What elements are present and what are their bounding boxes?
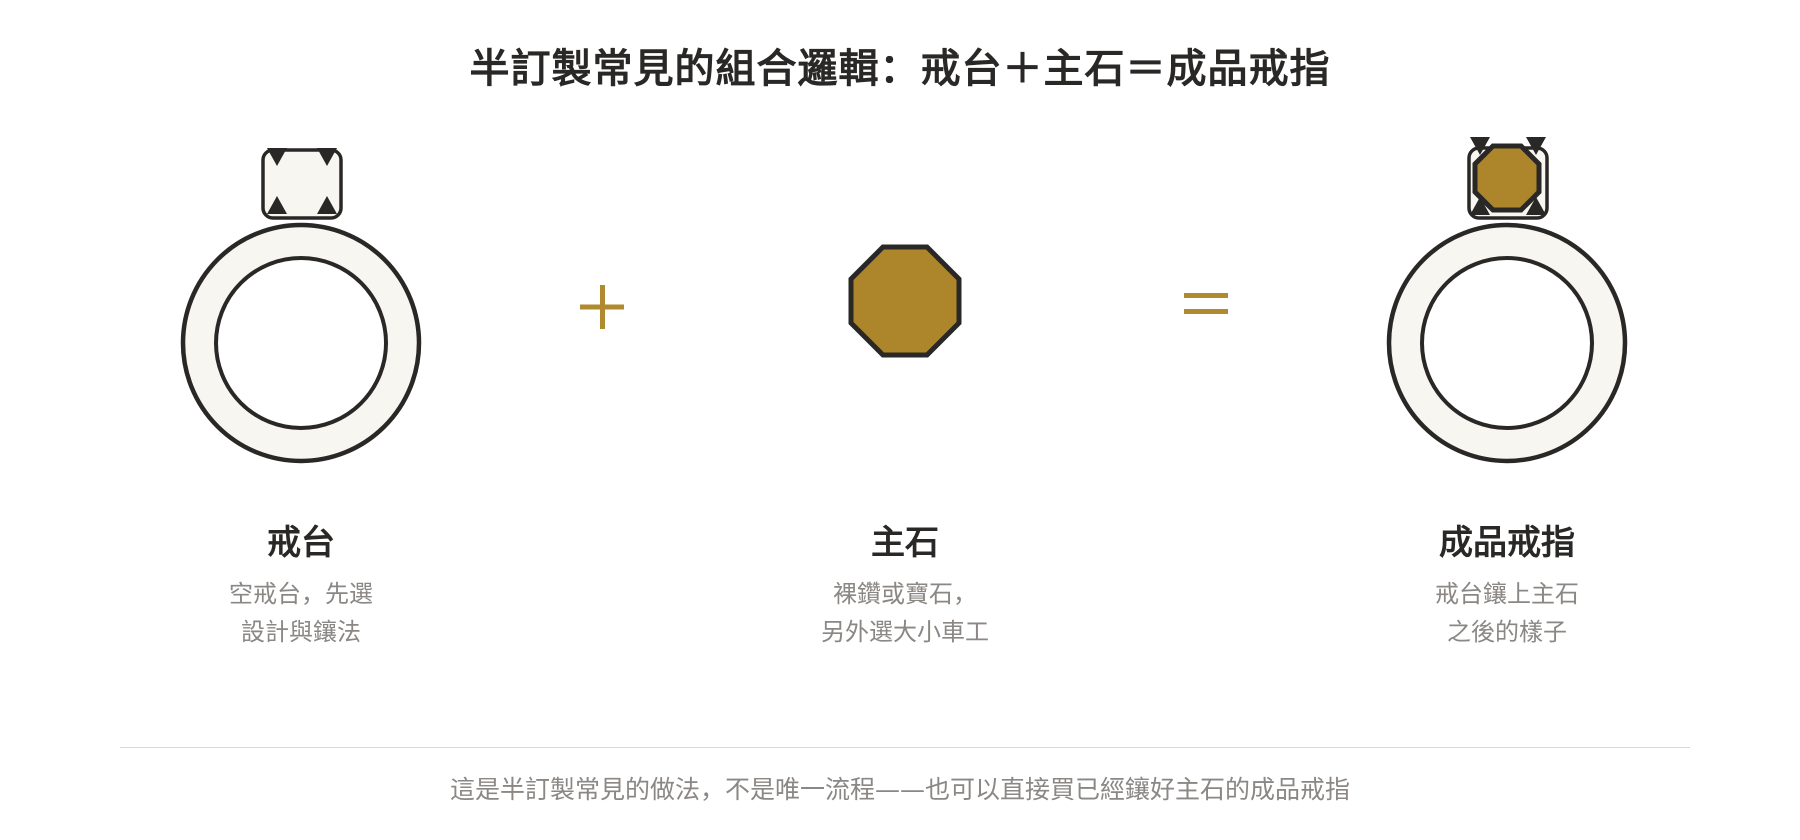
component-description: 裸鑽或寶石， 另外選大小車工 [821, 580, 989, 646]
prong-bottom-left [1470, 197, 1490, 215]
prong-bottom-left [267, 196, 287, 214]
component-description: 戒台鑲上主石 之後的樣子 [1435, 580, 1579, 646]
prong-bottom-right [317, 196, 337, 214]
finished-ring-icon [1386, 137, 1628, 464]
ring-band-inner [1420, 256, 1594, 430]
ring-band-inner [214, 256, 388, 430]
prong-top-right [1526, 137, 1546, 155]
prong-bottom-right [1526, 197, 1546, 215]
component-name: 成品戒指 [1439, 523, 1575, 563]
footer-note: 這是半訂製常見的做法，不是唯一流程——也可以直接買已經鑲好主石的成品戒指 [449, 775, 1350, 804]
component-gem: 主石 裸鑽或寶石， 另外選大小車工 [725, 521, 1085, 651]
equals-operator-icon [1184, 293, 1228, 314]
component-setting: 戒台 空戒台，先選 設計與鑲法 [121, 521, 481, 651]
prong-top-left [1470, 137, 1490, 155]
prong-top-left [267, 148, 287, 166]
prong-top-right [317, 148, 337, 166]
component-finished-ring: 成品戒指 戒台鑲上主石 之後的樣子 [1327, 521, 1687, 651]
ring-setting-icon [180, 148, 422, 464]
component-description: 空戒台，先選 設計與鑲法 [229, 580, 373, 646]
component-name: 主石 [871, 523, 939, 563]
diagram-title: 半訂製常見的組合邏輯：戒台＋主石＝成品戒指 [469, 46, 1331, 92]
footer-divider [120, 747, 1690, 748]
plus-operator-icon [580, 285, 624, 329]
component-name: 戒台 [267, 523, 335, 563]
ring-head-setting [261, 148, 343, 220]
mounted-gem [1472, 143, 1542, 213]
octagon-gem-icon [848, 244, 962, 358]
